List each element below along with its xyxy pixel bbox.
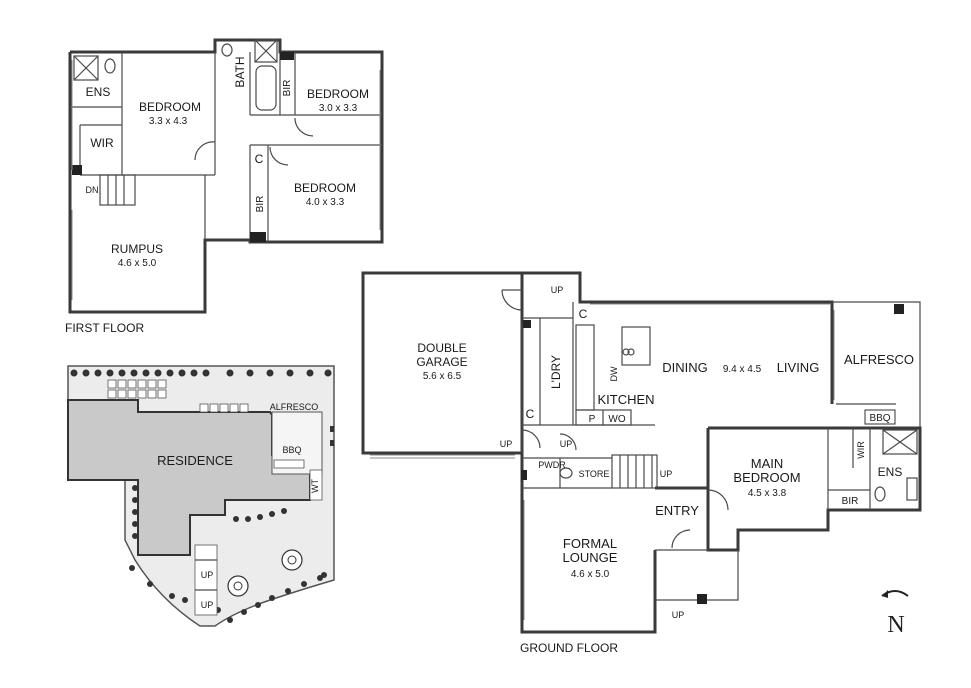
first-floor-title: FIRST FLOOR	[65, 321, 144, 335]
room-label-alfresco: ALFRESCO	[844, 352, 914, 367]
north-arrow: N	[881, 590, 909, 638]
stair-label-up-entry: UP	[672, 610, 685, 620]
site-plan-labels: RESIDENCE ALFRESCO BBQ WT UP UP	[157, 402, 320, 610]
room-label-bedroom-3: BEDROOM	[294, 181, 356, 195]
site-label-wt: WT	[310, 479, 320, 493]
room-label-kitchen: KITCHEN	[597, 392, 654, 407]
room-label-wir: WIR	[90, 136, 114, 150]
ground-floor-title: GROUND FLOOR	[520, 641, 618, 655]
room-label-wir-ground: WIR	[856, 441, 866, 459]
room-label-garage-1: DOUBLE	[417, 341, 466, 355]
room-label-main-bedroom-1: MAIN	[751, 456, 784, 471]
room-label-ens: ENS	[86, 85, 111, 99]
room-label-dining: DINING	[662, 360, 708, 375]
room-size-garage: 5.6 x 6.5	[423, 371, 462, 382]
stair-label-dn: DN	[86, 185, 99, 195]
room-label-formal-lounge-1: FORMAL	[563, 536, 617, 551]
site-label-residence: RESIDENCE	[157, 453, 233, 468]
room-label-bedroom-2: BEDROOM	[307, 87, 369, 101]
room-label-ldry: L'DRY	[549, 355, 563, 389]
site-label-up-2: UP	[201, 600, 214, 610]
room-label-c: C	[255, 152, 264, 166]
room-label-bir-2: BIR	[255, 196, 266, 213]
room-label-rumpus: RUMPUS	[111, 242, 163, 256]
room-label-main-bedroom-2: BEDROOM	[733, 470, 800, 485]
first-floor-labels: ENS WIR BEDROOM 3.3 x 4.3 BATH BIR BEDRO…	[65, 56, 369, 335]
room-size-dining: 9.4 x 4.5	[723, 364, 762, 375]
room-label-bir-ground: BIR	[842, 496, 859, 507]
room-size-formal-lounge: 4.6 x 5.0	[571, 569, 610, 580]
room-size-bedroom-2: 3.0 x 3.3	[319, 103, 358, 114]
room-label-pwdr: PWDR	[538, 460, 566, 470]
room-label-bir-1: BIR	[282, 80, 293, 97]
room-label-store: STORE	[579, 469, 610, 479]
room-size-bedroom-1: 3.3 x 4.3	[149, 116, 188, 127]
room-label-bbq: BBQ	[869, 413, 890, 424]
stair-label-up-top: UP	[551, 285, 564, 295]
site-label-alfresco: ALFRESCO	[270, 402, 319, 412]
room-label-entry: ENTRY	[655, 503, 699, 518]
room-label-c-1: C	[579, 307, 588, 321]
room-label-bath: BATH	[233, 56, 247, 87]
room-label-wo: WO	[608, 414, 625, 425]
room-size-main-bedroom: 4.5 x 3.8	[748, 488, 787, 499]
stair-label-up-hall: UP	[560, 439, 573, 449]
ground-floor-labels: DOUBLE GARAGE 5.6 x 6.5 UP L'DRY C C DW …	[416, 285, 914, 655]
room-label-dw: DW	[609, 366, 619, 381]
ground-floor-plan	[361, 271, 922, 634]
room-label-formal-lounge-2: LOUNGE	[563, 550, 618, 565]
room-label-ens-ground: ENS	[878, 465, 903, 479]
stair-label-up-garage: UP	[500, 439, 513, 449]
site-label-up-1: UP	[201, 570, 214, 580]
north-label: N	[887, 612, 904, 638]
room-label-garage-2: GARAGE	[416, 355, 467, 369]
room-size-bedroom-3: 4.0 x 3.3	[306, 197, 345, 208]
site-plan	[67, 365, 335, 627]
room-size-rumpus: 4.6 x 5.0	[118, 258, 157, 269]
stair-label-up-stair: UP	[660, 469, 673, 479]
room-label-bedroom-1: BEDROOM	[139, 100, 201, 114]
room-label-c-2: C	[526, 407, 535, 421]
room-label-living: LIVING	[777, 360, 820, 375]
room-label-p: P	[589, 414, 596, 425]
site-label-bbq: BBQ	[282, 445, 301, 455]
first-floor-plan	[68, 38, 384, 314]
